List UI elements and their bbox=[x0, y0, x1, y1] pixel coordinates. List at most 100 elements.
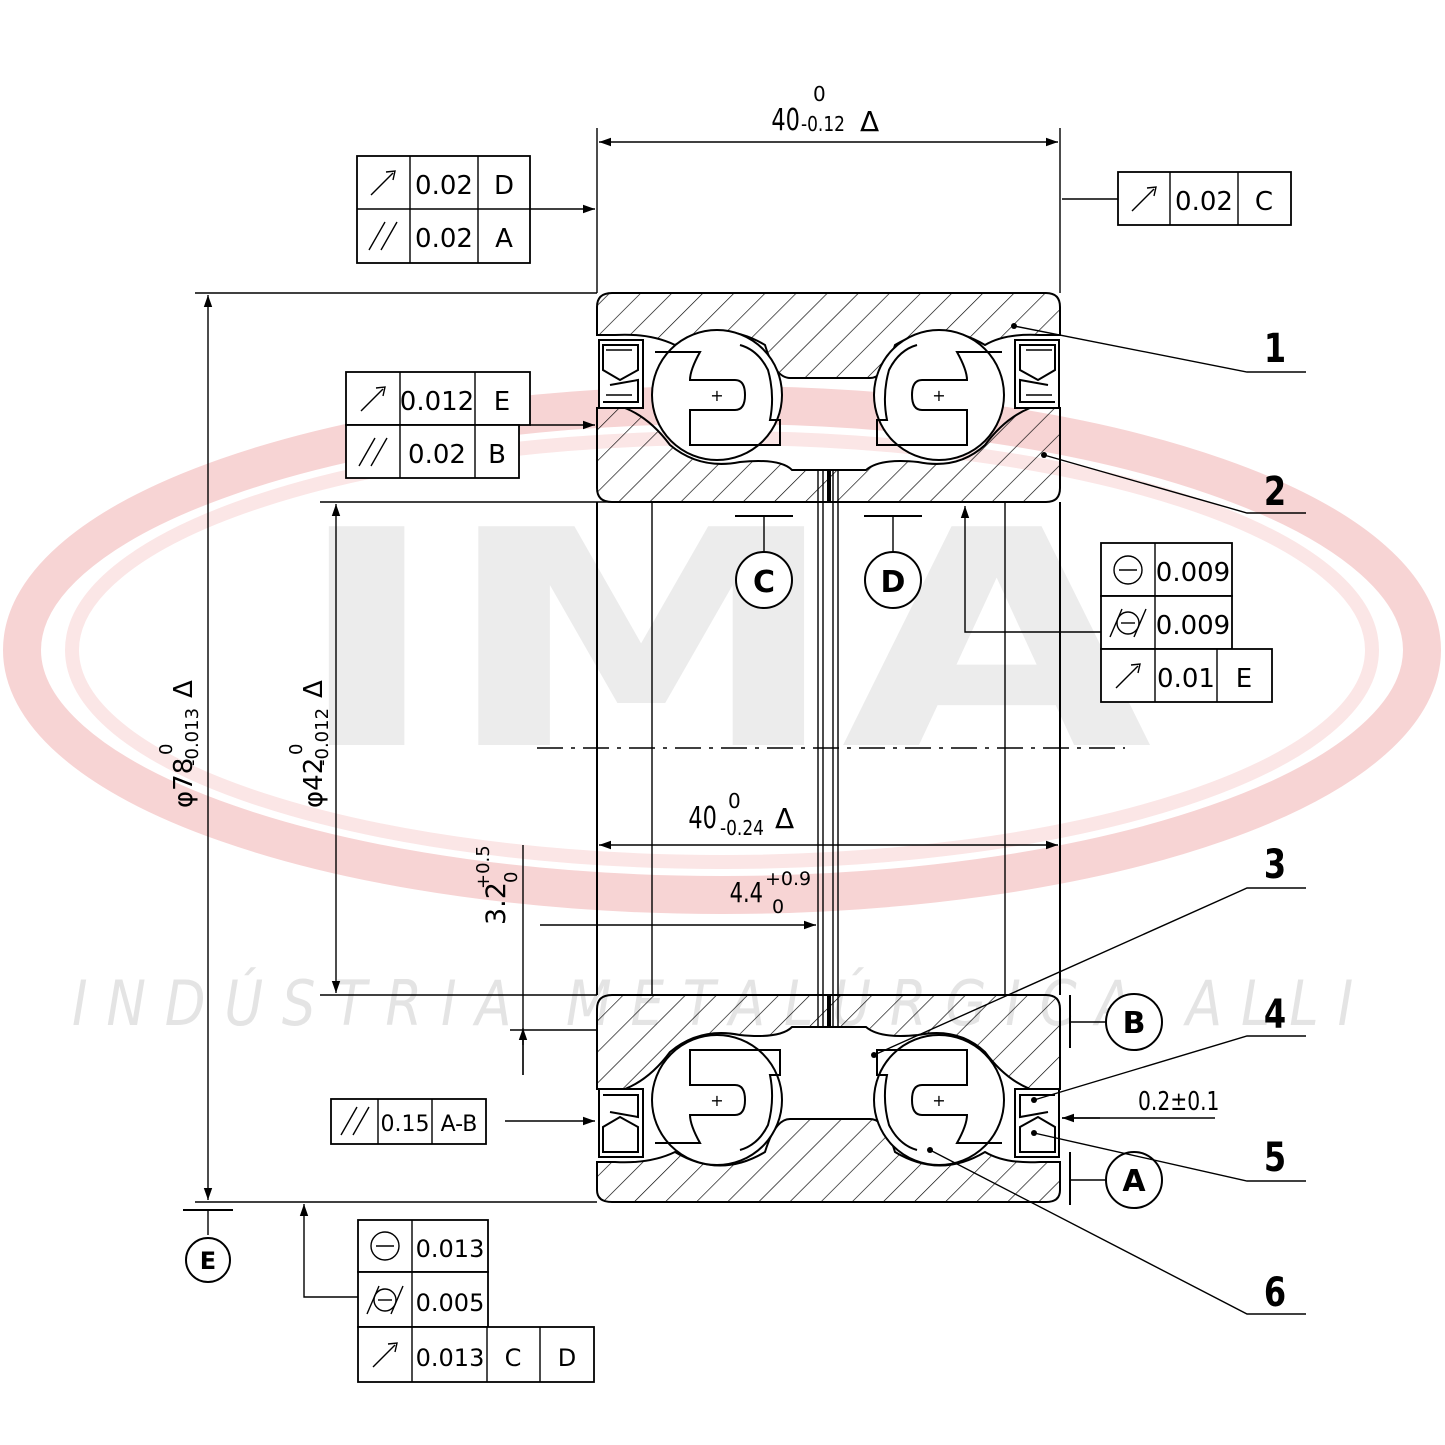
outer-diameter-nominal: φ78 bbox=[169, 758, 199, 808]
width-top-nominal: 40 bbox=[771, 103, 800, 138]
fcf-bottom: 0.013 0.005 0.013 C D bbox=[299, 1204, 595, 1383]
svg-text:6: 6 bbox=[1264, 1268, 1286, 1315]
dimension-seal-offset: 0.2±0.1 bbox=[1062, 1087, 1219, 1123]
bore-diameter-upper: 0 bbox=[286, 744, 307, 755]
width-top-upper: 0 bbox=[813, 82, 826, 106]
fcf-mid-right: 0.009 0.009 0.01 E bbox=[960, 506, 1273, 703]
gap-3-2-nominal: 3.2 bbox=[481, 882, 512, 925]
callout-6: 6 bbox=[927, 1147, 1306, 1316]
bore-diameter-symbol: Δ bbox=[299, 680, 329, 698]
datum-a: A bbox=[1069, 1151, 1163, 1209]
fcf-mid-left-value-1: 0.012 bbox=[400, 387, 474, 417]
cage-top-left bbox=[655, 344, 781, 446]
bearing-section-bottom: + + bbox=[596, 994, 1061, 1203]
width-top-lower: -0.12 bbox=[801, 114, 845, 137]
dimension-gap-3-2: 3.2 +0.5 0 bbox=[473, 845, 597, 1075]
fcf-top-left-value-2: 0.02 bbox=[415, 224, 473, 254]
datum-a-label: A bbox=[1122, 1164, 1146, 1199]
dimension-width-inner: 40 0 -0.24 Δ bbox=[599, 789, 1058, 850]
ball-top-right bbox=[873, 329, 1005, 461]
outer-diameter-symbol: Δ bbox=[169, 680, 199, 698]
svg-text:1: 1 bbox=[1264, 324, 1286, 371]
seal-bottom-right bbox=[1014, 1088, 1060, 1158]
callout-1: 1 bbox=[1011, 323, 1306, 373]
outer-diameter-upper: 0 bbox=[156, 744, 177, 755]
svg-text:5: 5 bbox=[1264, 1133, 1286, 1180]
fcf-top-left: 0.02 D 0.02 A bbox=[356, 155, 595, 264]
gap-3-2-upper: +0.5 bbox=[473, 845, 494, 889]
inner-ring-bottom-left bbox=[596, 994, 829, 1090]
watermark-logo: IMA bbox=[292, 467, 1155, 816]
bore-lines bbox=[537, 470, 1125, 1027]
svg-text:+: + bbox=[710, 1091, 723, 1110]
seal-top-left bbox=[598, 339, 644, 409]
outer-ring-top bbox=[596, 292, 1061, 379]
gap-4-4-nominal: 4.4 bbox=[730, 876, 763, 909]
cage-bottom-left bbox=[655, 1049, 781, 1151]
fcf-mid-right-datum-3: E bbox=[1236, 664, 1252, 694]
datum-e-label: E bbox=[200, 1247, 216, 1275]
fcf-mid-right-value-1: 0.009 bbox=[1156, 558, 1230, 588]
datum-b-label: B bbox=[1123, 1006, 1146, 1041]
fcf-top-right-datum: C bbox=[1255, 187, 1273, 217]
svg-text:+: + bbox=[932, 386, 945, 405]
fcf-mid-left-datum-1: E bbox=[494, 387, 510, 417]
fcf-bottom-left: 0.15 A-B bbox=[330, 1098, 595, 1145]
bearing-section-top: + + bbox=[596, 292, 1061, 503]
seal-top-right bbox=[1014, 339, 1060, 409]
width-inner-lower: -0.24 bbox=[720, 818, 764, 841]
fcf-bottom-datum-2: D bbox=[558, 1344, 576, 1372]
width-inner-symbol: Δ bbox=[775, 802, 794, 835]
seal-bottom-left bbox=[598, 1088, 644, 1158]
fcf-bottom-left-value: 0.15 bbox=[381, 1112, 430, 1137]
width-inner-upper: 0 bbox=[728, 789, 741, 813]
callout-2: 2 bbox=[1041, 452, 1306, 515]
svg-text:3: 3 bbox=[1264, 840, 1286, 887]
svg-text:+: + bbox=[932, 1091, 945, 1110]
fcf-bottom-value-1: 0.013 bbox=[416, 1235, 485, 1263]
cage-bottom-right bbox=[876, 1049, 1002, 1151]
gap-4-4-lower: 0 bbox=[772, 896, 784, 918]
callout-5: 5 bbox=[1031, 1130, 1306, 1182]
inner-ring-top-left bbox=[596, 407, 829, 503]
fcf-top-right: 0.02 C bbox=[1062, 171, 1292, 226]
fcf-mid-left-datum-2: B bbox=[488, 440, 506, 470]
fcf-top-left-datum-1: D bbox=[494, 171, 514, 201]
gap-3-2-lower: 0 bbox=[501, 872, 522, 883]
svg-text:+: + bbox=[710, 386, 723, 405]
ball-top-left bbox=[651, 329, 783, 461]
datum-b: B bbox=[1069, 993, 1163, 1051]
callout-3: 3 bbox=[871, 840, 1306, 1058]
fcf-mid-left: 0.012 E 0.02 B bbox=[345, 371, 595, 479]
datum-c-label: C bbox=[753, 565, 775, 600]
fcf-mid-right-value-3: 0.01 bbox=[1157, 664, 1215, 694]
ball-bottom-right bbox=[873, 1034, 1005, 1166]
datum-e: E bbox=[183, 1209, 233, 1283]
bore-diameter-lower: -0.012 bbox=[312, 708, 333, 766]
outer-diameter-lower: -0.013 bbox=[182, 708, 203, 766]
fcf-mid-left-value-2: 0.02 bbox=[408, 440, 466, 470]
datum-d-label: D bbox=[881, 565, 906, 600]
dimension-outer-diameter: φ78 0 -0.013 Δ bbox=[156, 292, 597, 1203]
dimension-width-top: 40 0 -0.12 Δ bbox=[596, 82, 1061, 293]
fcf-mid-right-value-2: 0.009 bbox=[1156, 611, 1230, 641]
fcf-top-left-value-1: 0.02 bbox=[415, 171, 473, 201]
datum-d: D bbox=[864, 515, 922, 609]
fcf-top-right-value: 0.02 bbox=[1175, 187, 1233, 217]
callouts: 1 2 3 4 5 6 bbox=[871, 323, 1306, 1316]
inner-ring-top-right bbox=[829, 407, 1061, 503]
callout-4: 4 bbox=[1031, 990, 1306, 1103]
cage-top-right bbox=[876, 344, 1002, 446]
fcf-bottom-value-2: 0.005 bbox=[416, 1289, 485, 1317]
width-inner-nominal: 40 bbox=[688, 801, 717, 836]
svg-text:2: 2 bbox=[1264, 467, 1286, 514]
datum-c: C bbox=[735, 515, 793, 609]
ball-bottom-left bbox=[651, 1034, 783, 1166]
fcf-top-left-datum-2: A bbox=[495, 224, 513, 254]
fcf-bottom-value-3: 0.013 bbox=[416, 1344, 485, 1372]
inner-ring-bottom-right bbox=[829, 994, 1061, 1090]
svg-text:4: 4 bbox=[1264, 990, 1286, 1037]
dimension-gap-4-4: 4.4 +0.9 0 bbox=[540, 868, 816, 930]
width-top-symbol: Δ bbox=[860, 105, 879, 138]
